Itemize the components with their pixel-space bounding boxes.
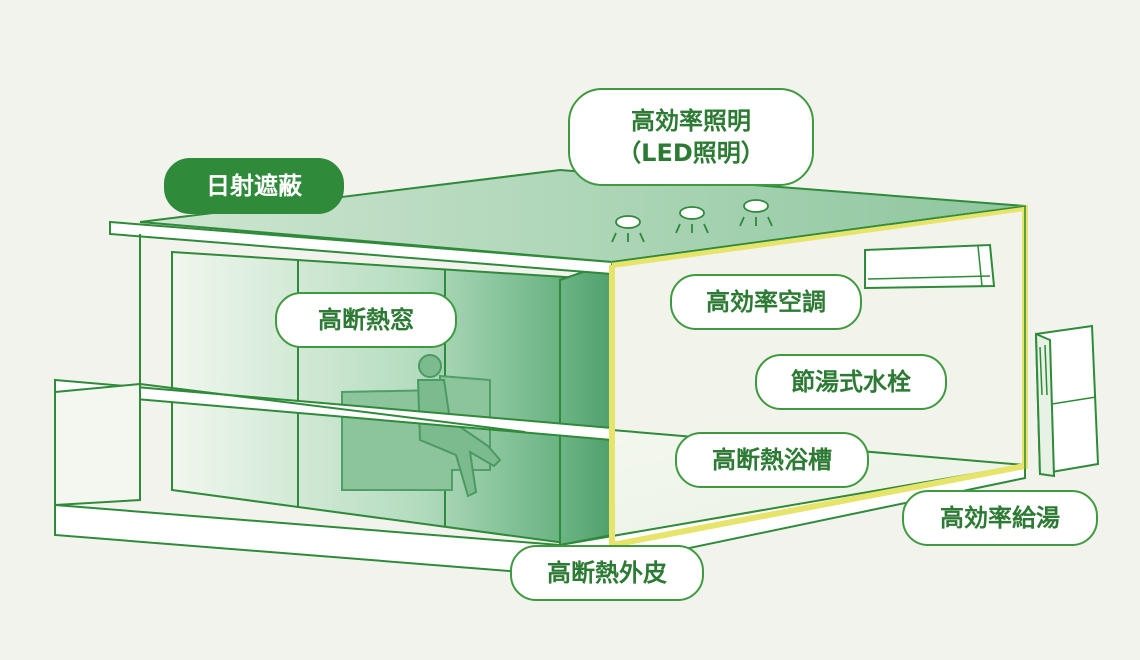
air-conditioning-label: 高効率空調	[670, 274, 862, 330]
seated-person-icon	[416, 354, 502, 498]
balcony-rail	[139, 383, 526, 433]
balcony-side	[54, 382, 141, 507]
downlight-icon	[611, 199, 773, 243]
shading-label: 日射遮蔽	[164, 158, 344, 214]
lighting-label-line2: （LED照明）	[617, 139, 765, 167]
side-glass	[559, 260, 613, 547]
lighting-label-line1: 高効率照明	[631, 107, 751, 135]
faucet-label: 節湯式水栓	[755, 354, 947, 410]
envelope-label: 高断熱外皮	[510, 545, 704, 601]
air-conditioner-icon	[864, 243, 996, 290]
lighting-label: 高効率照明 （LED照明）	[568, 88, 814, 186]
water-heater-label: 高効率給湯	[902, 490, 1098, 546]
bathtub-label: 高断熱浴槽	[675, 432, 869, 488]
water-heater-icon	[1034, 324, 1100, 478]
window-label: 高断熱窓	[275, 292, 457, 348]
